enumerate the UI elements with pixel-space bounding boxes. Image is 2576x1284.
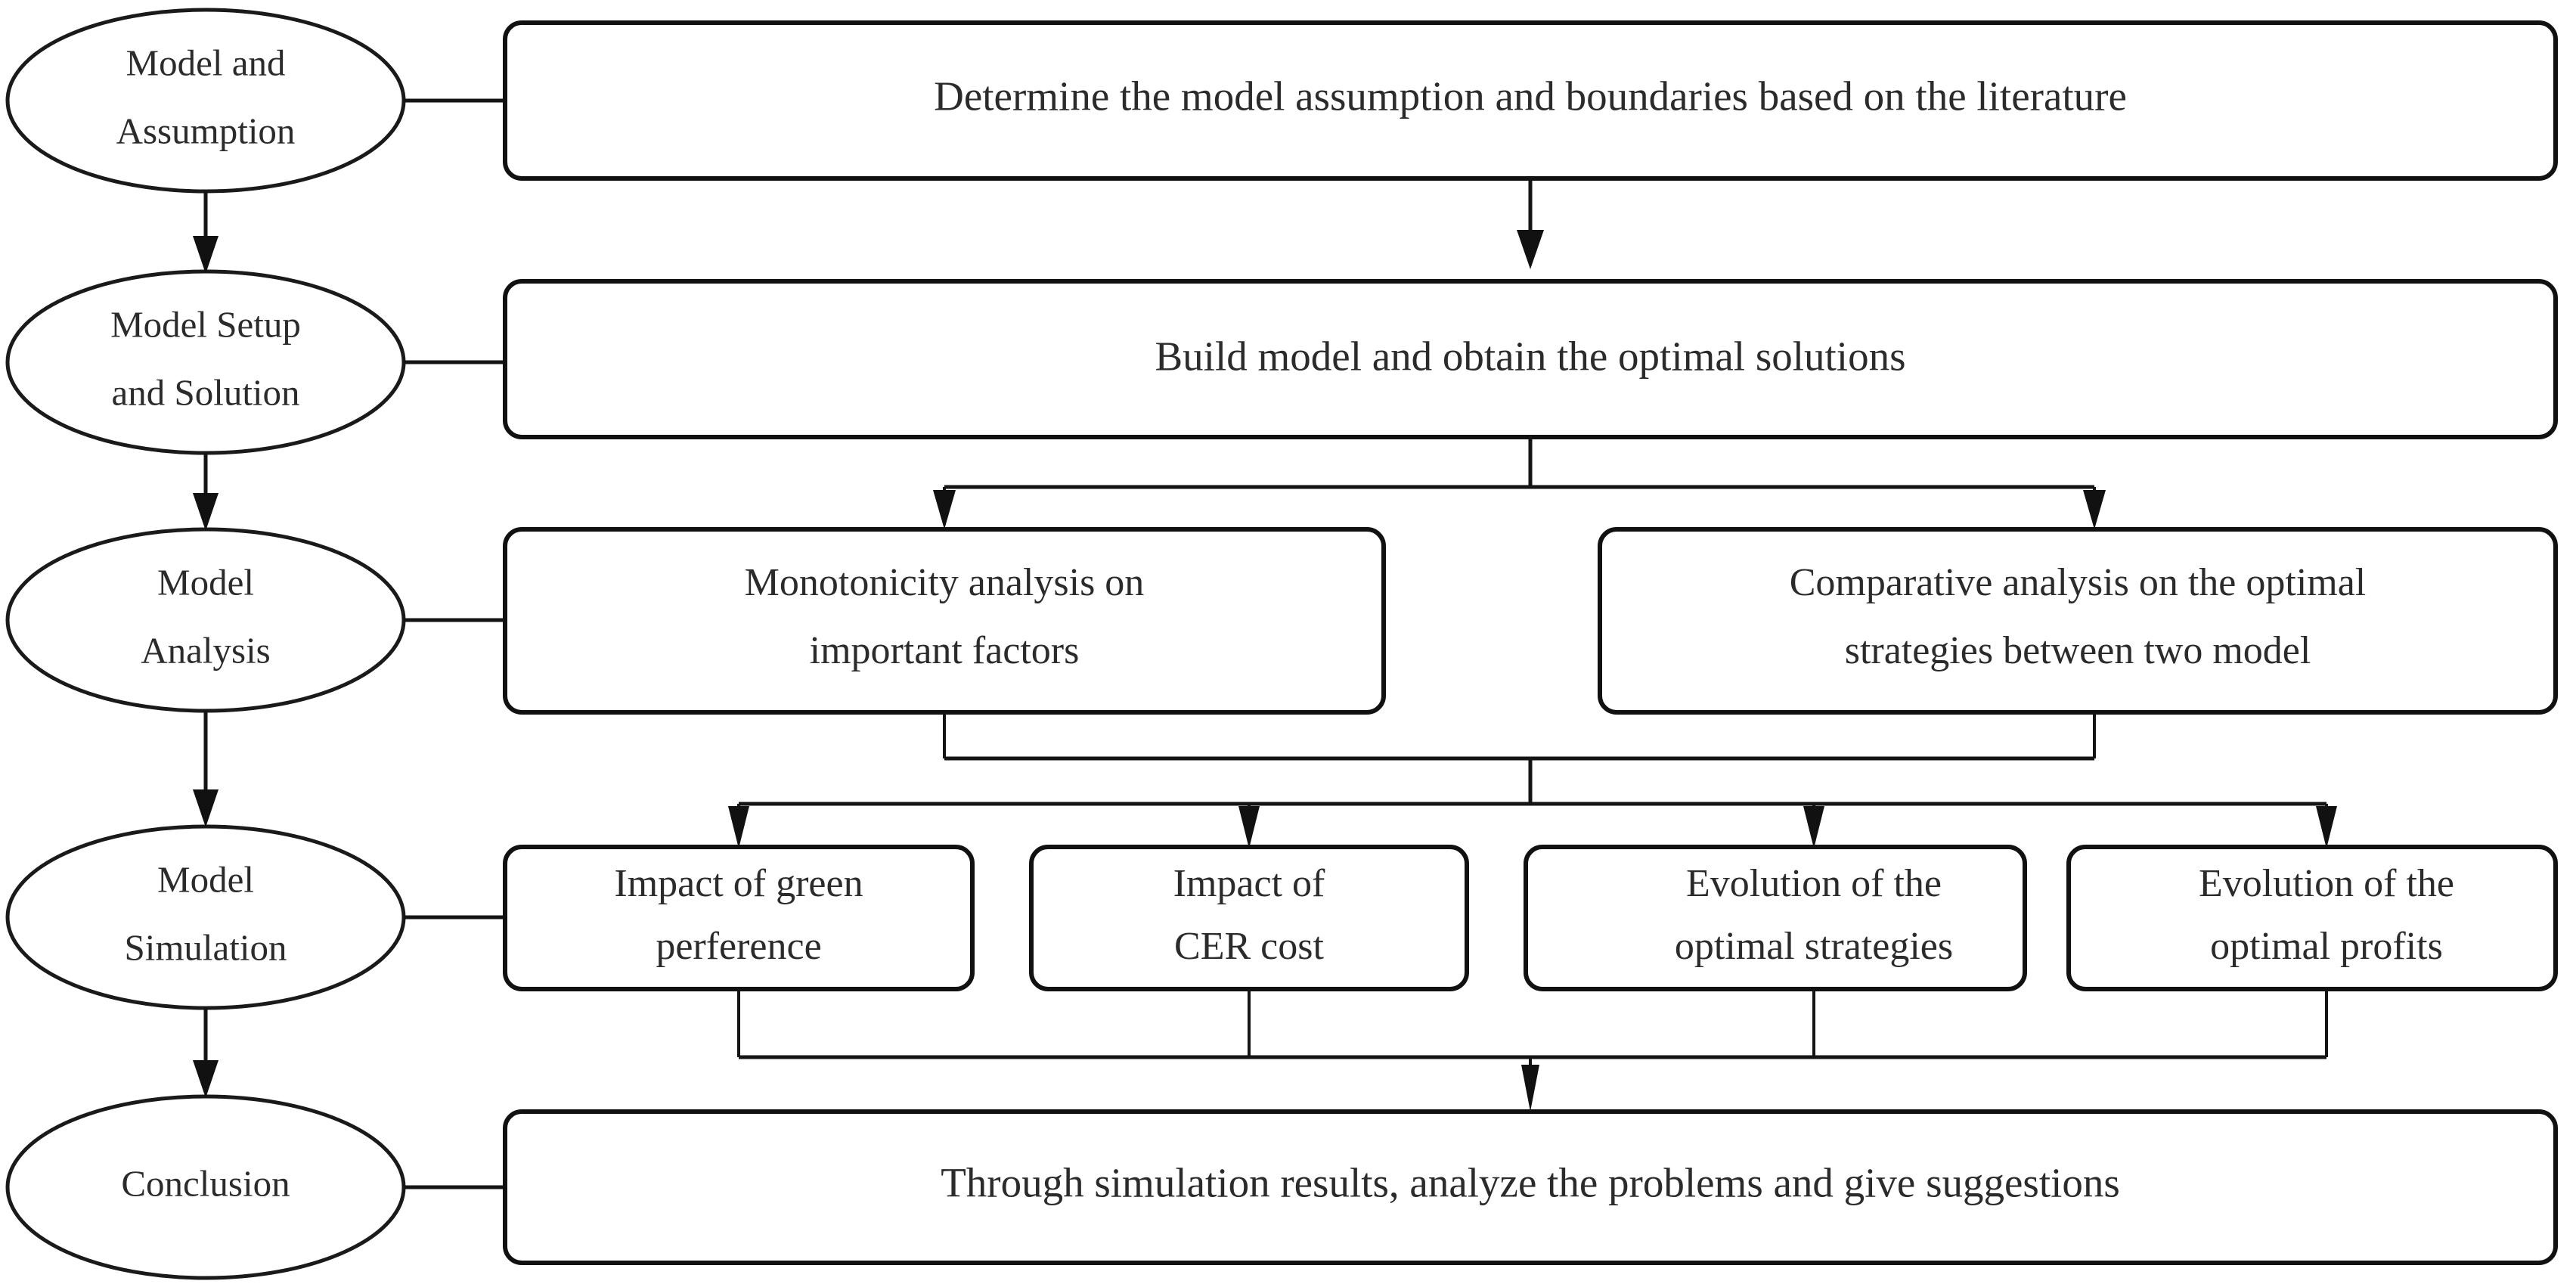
process-box-optimal-profits[interactable]: Evolution of the optimal profits [2066, 845, 2558, 991]
box-label-line2: perference [656, 925, 821, 968]
box-label-line1: Evolution of the [1686, 862, 1942, 905]
stage-arrow-analysis-to-simulation [193, 711, 219, 827]
ellipse-shape [5, 824, 406, 1010]
ellipse-shape [5, 527, 406, 713]
fork-build-to-analysis [933, 437, 2106, 529]
box-label-line1: Determine the model assumption and bound… [934, 73, 2127, 119]
ellipse-shape [5, 269, 406, 455]
merge-simulation-to-conclusion [737, 989, 2328, 1112]
stage-node-model-analysis[interactable]: Model Analysis [5, 527, 406, 713]
box-label-line1: Evolution of the [2199, 862, 2454, 905]
box-label-line1: Build model and obtain the optimal solut… [1155, 333, 1906, 380]
stage-label-line1: Model [157, 561, 254, 603]
box-shape [1524, 845, 2027, 991]
box-label-line1: Comparative analysis on the optimal [1790, 561, 2367, 604]
merge-and-fork-analysis-to-simulation [728, 712, 2337, 848]
box-label-line1: Through simulation results, analyze the … [941, 1160, 2120, 1206]
stage-node-model-setup[interactable]: Model Setup and Solution [5, 269, 406, 455]
box-label-line2: strategies between two model [1845, 629, 2311, 672]
stage-node-conclusion[interactable]: Conclusion [5, 1094, 406, 1280]
stage-label-line2: Analysis [141, 629, 271, 671]
box-shape [503, 527, 1386, 715]
box-label-line2: important factors [810, 629, 1080, 672]
box-shape [2066, 845, 2558, 991]
box-shape [1598, 527, 2558, 715]
process-box-optimal-strategies[interactable]: Evolution of the optimal strategies [1524, 845, 2027, 991]
arrow-assumption-to-build [1517, 178, 1544, 269]
box-label-line2: CER cost [1174, 925, 1324, 968]
stage-arrow-setup-to-analysis [193, 453, 219, 531]
stage-label-line1: Model Setup [110, 303, 301, 345]
stage-arrow-assumption-to-setup [193, 191, 219, 274]
box-label-line1: Impact of [1173, 862, 1325, 905]
stage-arrow-simulation-to-conclusion [193, 1008, 219, 1098]
stage-label-line2: Assumption [116, 110, 296, 151]
process-box-green-preference[interactable]: Impact of green perference [503, 845, 975, 991]
process-box-assumption[interactable]: Determine the model assumption and bound… [503, 20, 2558, 181]
stage-label-line2: Simulation [124, 926, 287, 968]
stage-node-model-simulation[interactable]: Model Simulation [5, 824, 406, 1010]
stage-node-model-assumption[interactable]: Model and Assumption [5, 8, 406, 194]
stage-label-line1: Model [157, 858, 254, 900]
box-label-line2: optimal profits [2210, 925, 2443, 968]
process-box-build-model[interactable]: Build model and obtain the optimal solut… [503, 279, 2558, 439]
stage-label-line1: Conclusion [121, 1162, 290, 1204]
box-shape [503, 1109, 2558, 1265]
ellipse-shape [5, 8, 406, 194]
stage-label-line2: and Solution [111, 371, 299, 413]
box-label-line1: Monotonicity analysis on [745, 561, 1145, 604]
process-box-cer-cost[interactable]: Impact of CER cost [1029, 845, 1469, 991]
process-box-conclusion[interactable]: Through simulation results, analyze the … [503, 1109, 2558, 1265]
process-box-monotonicity[interactable]: Monotonicity analysis on important facto… [503, 527, 1386, 715]
box-label-line2: optimal strategies [1675, 925, 1953, 968]
stage-label-line1: Model and [126, 42, 286, 83]
box-label-line1: Impact of green [614, 862, 863, 905]
process-box-comparative[interactable]: Comparative analysis on the optimal stra… [1598, 527, 2558, 715]
